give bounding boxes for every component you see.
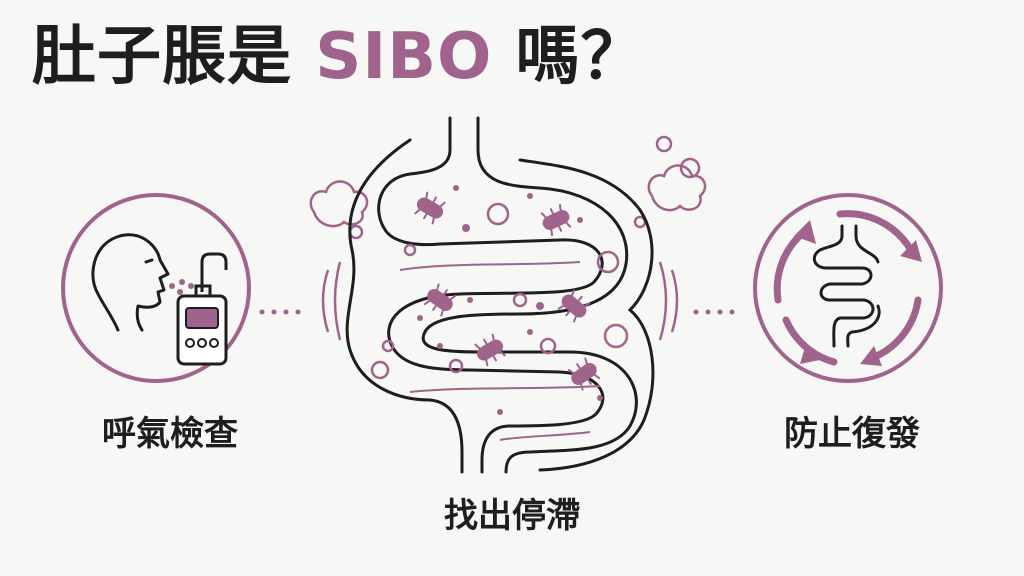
cycle-intestine-icon xyxy=(753,193,943,383)
title-suffix: 嗎？ xyxy=(492,20,646,94)
title-prefix: 肚子脹是 xyxy=(32,20,316,94)
step-label-prevent-recurrence: 防止復發 xyxy=(784,414,920,454)
intestine-bacteria-icon xyxy=(309,116,707,474)
connector-right xyxy=(693,309,735,315)
step-label-find-stagnation: 找出停滯 xyxy=(444,496,580,536)
breath-test-icon xyxy=(61,193,251,383)
step-label-breath-test: 呼氣檢查 xyxy=(102,414,238,454)
page-title: 肚子脹是 SIBO 嗎？ xyxy=(32,22,646,92)
connector-left xyxy=(259,309,301,315)
title-highlight: SIBO xyxy=(315,20,493,94)
